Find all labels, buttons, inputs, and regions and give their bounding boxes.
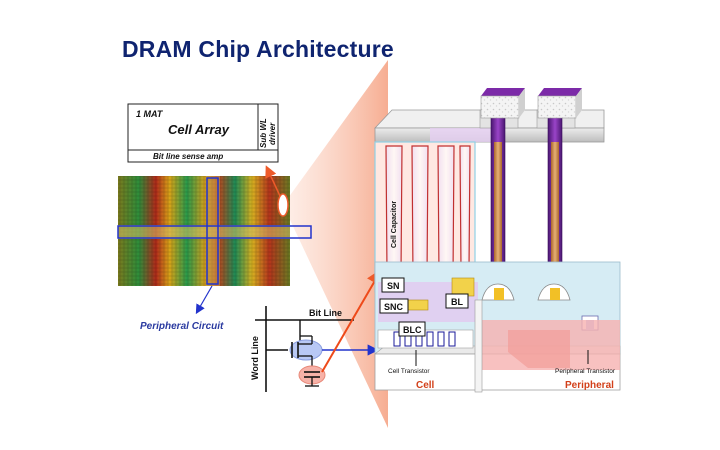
peripheral-region-label: Peripheral [565, 380, 614, 391]
mat-outline [127, 103, 279, 163]
word-line-label: Word Line [250, 336, 260, 380]
cell-transistor-gates [393, 331, 456, 347]
bl-label: BL [451, 297, 463, 307]
cell-circuit-schematic: Bit Line Word Line [250, 268, 383, 392]
die-photo [117, 176, 312, 286]
cross-section-3d: Cell Capacitor [374, 88, 621, 393]
driver-label: driver [268, 122, 277, 145]
peripheral-gates [481, 283, 599, 331]
page-title: DRAM Chip Architecture [122, 36, 394, 62]
vertical-highlight-box [206, 177, 219, 285]
cell-capacitor-label: Cell Capacitor [391, 201, 398, 248]
mat-callout-arrow [265, 165, 281, 197]
transistor-highlight [289, 339, 323, 361]
capacitor-arrow [321, 268, 383, 373]
peripheral-circuit-label: Peripheral Circuit [140, 321, 224, 332]
zoom-funnel [283, 60, 388, 428]
bit-line-label: Bit Line [309, 308, 342, 318]
metal-pad-right [537, 88, 582, 119]
peripheral-callout-arrow [195, 285, 213, 315]
blc-label: BLC [403, 325, 422, 335]
zoom-circle [277, 193, 289, 217]
peripheral-transistor-label: Peripheral Transistor [555, 368, 616, 375]
sn-label: SN [387, 281, 400, 291]
cell-region-label: Cell [416, 380, 435, 391]
metal-pad-left [480, 88, 525, 119]
sense-amp-label: Bit line sense amp [153, 152, 223, 161]
snc-label: SNC [384, 302, 404, 312]
cell-transistor-label: Cell Transistor [388, 368, 430, 375]
cell-capacitors [385, 145, 471, 287]
mat-label: 1 MAT [136, 109, 164, 119]
sub-wl-label: Sub WL [259, 118, 268, 148]
mat-diagram: 1 MAT Cell Array Sub WL driver Bit line … [127, 103, 279, 163]
horizontal-highlight-box [117, 225, 312, 239]
cell-array-label: Cell Array [168, 122, 230, 137]
